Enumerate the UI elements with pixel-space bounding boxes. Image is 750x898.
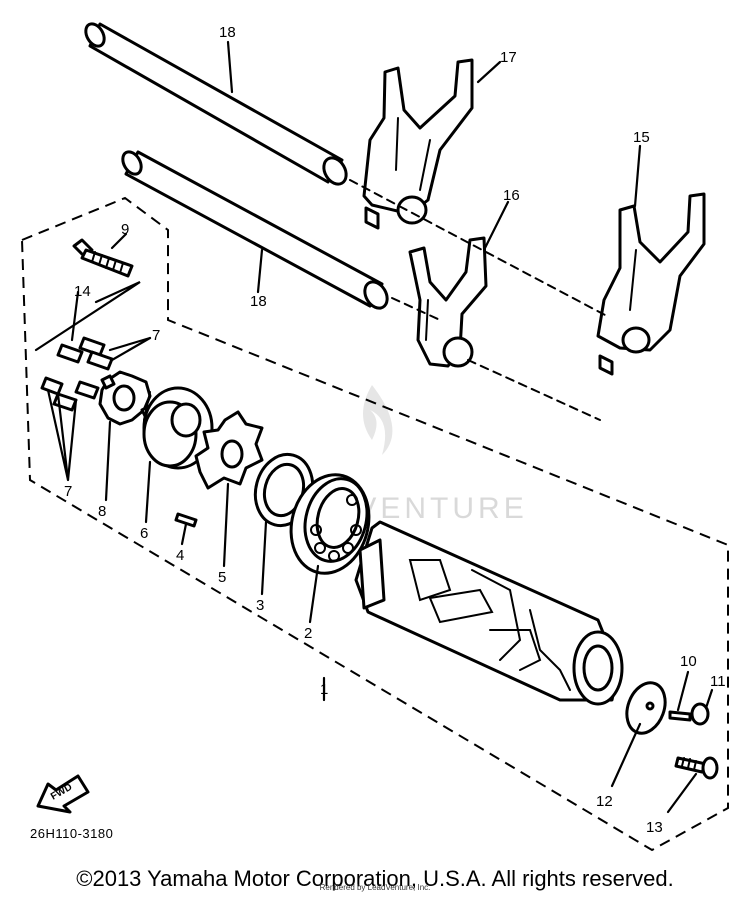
screw-13 xyxy=(674,756,719,780)
alignment-line-2 xyxy=(391,297,441,321)
dowel-pin-4 xyxy=(174,512,198,528)
shift-fork-16 xyxy=(408,236,488,368)
shift-fork-guide-bar-lower xyxy=(121,150,389,310)
forward-direction-arrow: FWD xyxy=(36,774,90,814)
callout-18-upper: 18 xyxy=(219,24,236,41)
washer-3 xyxy=(253,452,315,528)
callout-16: 16 xyxy=(503,187,520,204)
callout-10: 10 xyxy=(680,653,697,670)
shift-fork-17 xyxy=(362,58,474,230)
callout-2: 2 xyxy=(304,625,312,642)
callout-8: 8 xyxy=(98,503,106,520)
callout-3: 3 xyxy=(256,597,264,614)
callout-1: 1 xyxy=(320,681,328,698)
bearing-2 xyxy=(289,473,371,575)
callout-6: 6 xyxy=(140,525,148,542)
callout-7-upper: 7 xyxy=(152,327,160,344)
callout-14: 14 xyxy=(74,283,91,300)
callout-13: 13 xyxy=(646,819,663,836)
callout-18-lower: 18 xyxy=(250,293,267,310)
callout-17: 17 xyxy=(500,49,517,66)
alignment-line-3 xyxy=(467,359,601,421)
leader-lines xyxy=(34,40,714,814)
callout-9: 9 xyxy=(121,221,129,238)
callout-11: 11 xyxy=(710,673,726,690)
callout-12: 12 xyxy=(596,793,613,810)
segment-8 xyxy=(98,370,156,426)
pin-10 xyxy=(668,710,692,722)
callout-7-lower: 7 xyxy=(64,483,72,500)
callout-15: 15 xyxy=(633,129,650,146)
diagram-code: 26H110-3180 xyxy=(30,826,113,841)
callout-4: 4 xyxy=(176,547,184,564)
star-plate-5 xyxy=(194,410,264,490)
callouts: 18 17 15 16 18 9 14 7 7 8 6 4 5 3 2 1 10… xyxy=(64,24,726,836)
copyright-notice: ©2013 Yamaha Motor Corporation, U.S.A. A… xyxy=(76,866,674,891)
assembly-boundary xyxy=(20,196,729,852)
rendered-by-note: Rendered by LeadVenture, Inc. xyxy=(319,883,431,892)
pin-group-upper xyxy=(56,336,114,371)
shift-cam-drum xyxy=(354,520,624,706)
spring-11 xyxy=(690,702,710,726)
shift-fork-guide-bar-upper xyxy=(84,22,348,186)
shift-fork-15 xyxy=(596,192,706,376)
callout-5: 5 xyxy=(218,569,226,586)
alignment-line-1 xyxy=(349,179,606,316)
stopper-6 xyxy=(142,386,214,470)
screw-9 xyxy=(72,238,134,278)
plate-12 xyxy=(625,681,667,735)
